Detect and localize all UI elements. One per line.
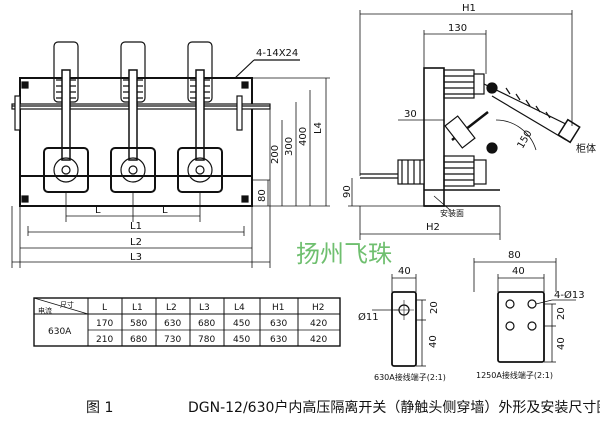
- dim-200: 200: [270, 145, 281, 164]
- terminal-1250-drawing: [473, 258, 576, 363]
- terminal-630-drawing: [372, 274, 426, 367]
- terminal-1250-dim-40b: 40: [556, 337, 567, 350]
- table-header-L: L: [102, 303, 107, 313]
- table-header-L4: L4: [234, 303, 245, 313]
- terminal-1250-dim-80: 80: [508, 250, 521, 261]
- table-cell: 630: [270, 319, 287, 329]
- dim-L3: L3: [130, 252, 142, 263]
- terminal-630-label: 630A接线端子(2:1): [374, 372, 446, 382]
- install-surface-label: 安装面: [440, 208, 464, 218]
- side-insulator-top: [443, 69, 485, 99]
- table-corner-current: 电流: [38, 306, 52, 315]
- table-header-L2: L2: [166, 303, 177, 313]
- table-cell: 680: [198, 319, 215, 329]
- table-cell: 210: [96, 335, 113, 345]
- dim-400: 400: [298, 127, 309, 146]
- side-insulator-bottom: [397, 155, 487, 187]
- table-header-H2: H2: [312, 303, 325, 313]
- dim-L4: L4: [313, 122, 324, 134]
- front-view: [11, 41, 330, 268]
- cabinet-label: 柜体: [576, 142, 596, 155]
- table-cell: 730: [164, 335, 181, 345]
- table-cell: 680: [130, 335, 147, 345]
- figure-label: 图 1: [86, 400, 113, 416]
- table-cell: 420: [310, 319, 327, 329]
- table-header-H1: H1: [272, 303, 285, 313]
- table-row-label: 630A: [48, 327, 72, 337]
- dim-L-2: L: [162, 205, 168, 216]
- dim-L2: L2: [130, 237, 142, 248]
- terminal-630-dim-20: 20: [429, 301, 440, 314]
- dimension-table: [33, 297, 341, 347]
- terminal-1250-dim-20: 20: [556, 307, 567, 320]
- dim-130: 130: [448, 23, 467, 34]
- table-corner-size: 尺寸: [60, 300, 74, 309]
- table-cell: 630: [164, 319, 181, 329]
- watermark: 扬州飞珠: [296, 240, 392, 268]
- terminal-630-dim-40: 40: [428, 335, 439, 348]
- side-view: [348, 10, 581, 240]
- dim-300: 300: [284, 137, 295, 156]
- dim-H2: H2: [426, 222, 440, 233]
- terminal-1250-dim-holes: 4-Ø13: [554, 289, 585, 301]
- terminal-630-dim-hole: Ø11: [358, 311, 379, 323]
- table-cell: 420: [310, 335, 327, 345]
- dim-H1: H1: [462, 3, 476, 14]
- hole-spec-label: 4-14X24: [256, 48, 298, 59]
- dim-L-1: L: [95, 205, 101, 216]
- table-cell: 780: [198, 335, 215, 345]
- dim-L1: L1: [130, 221, 142, 232]
- terminal-1250-dim-40: 40: [512, 266, 525, 277]
- figure-caption: DGN-12/630户内高压隔离开关（静触头侧穿墙）外形及安装尺寸图: [188, 399, 600, 416]
- table-cell: 630: [270, 335, 287, 345]
- table-cell: 450: [233, 319, 250, 329]
- dim-80: 80: [257, 189, 268, 202]
- dim-90: 90: [342, 185, 353, 198]
- dim-30: 30: [404, 109, 417, 120]
- table-cell: 450: [233, 335, 250, 345]
- table-header-L1: L1: [132, 303, 143, 313]
- terminal-630-dim-width: 40: [398, 266, 411, 277]
- table-header-L3: L3: [199, 303, 210, 313]
- table-cell: 580: [130, 319, 147, 329]
- table-cell: 170: [96, 319, 113, 329]
- terminal-1250-label: 1250A接线端子(2:1): [476, 370, 553, 380]
